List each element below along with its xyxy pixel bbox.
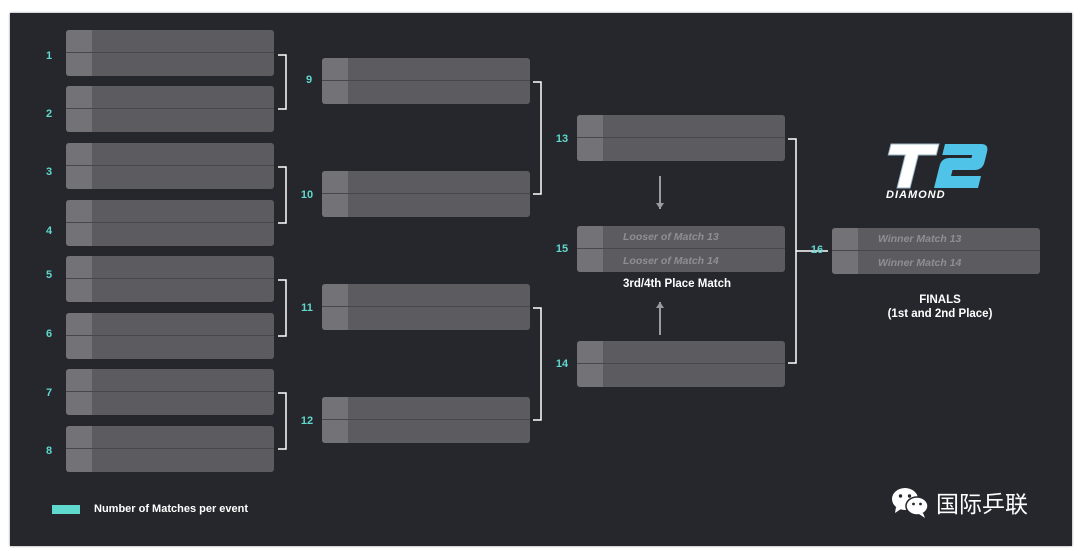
match-number-7: 7 xyxy=(45,387,53,399)
match-slot-10 xyxy=(322,171,530,217)
match-number-11: 11 xyxy=(301,302,313,314)
match-slot-16: Winner Match 13 Winner Match 14 xyxy=(832,228,1040,274)
arrow-down-icon xyxy=(656,176,664,209)
match-slot-8 xyxy=(66,426,274,472)
match-number-6: 6 xyxy=(45,328,53,340)
logo-subtitle: DIAMOND xyxy=(886,189,946,201)
match-number-13: 13 xyxy=(555,133,569,145)
match-slot-1 xyxy=(66,30,274,76)
connector-11 xyxy=(278,279,287,337)
third-place-label: 3rd/4th Place Match xyxy=(622,278,732,290)
match-number-9: 9 xyxy=(305,74,313,86)
match-slot-2 xyxy=(66,86,274,132)
connector-16 xyxy=(788,138,797,364)
match-slot-9 xyxy=(322,58,530,104)
match-number-3: 3 xyxy=(45,166,53,178)
connector-9 xyxy=(278,54,287,110)
connector-14 xyxy=(533,307,542,421)
final-player-1: Winner Match 13 xyxy=(878,233,962,245)
match-number-16: 16 xyxy=(810,244,824,256)
final-player-2: Winner Match 14 xyxy=(878,256,962,269)
third-place-player-2: Looser of Match 14 xyxy=(623,254,719,267)
watermark: 国际乒联 xyxy=(890,485,1028,519)
match-number-5: 5 xyxy=(45,269,53,281)
match-number-4: 4 xyxy=(45,225,53,237)
legend-swatch xyxy=(52,505,80,514)
match-slot-15: Looser of Match 13 Looser of Match 14 xyxy=(577,226,785,272)
legend-text: Number of Matches per event xyxy=(94,503,249,515)
match-slot-7 xyxy=(66,369,274,415)
connector-10 xyxy=(278,166,287,224)
match-slot-12 xyxy=(322,397,530,443)
match-slot-6 xyxy=(66,313,274,359)
third-place-player-1: Looser of Match 13 xyxy=(623,231,719,243)
match-slot-13 xyxy=(577,115,785,161)
match-number-12: 12 xyxy=(300,415,314,427)
bracket-connectors xyxy=(278,54,828,450)
connector-13 xyxy=(533,81,542,195)
match-number-8: 8 xyxy=(45,445,53,457)
bracket-board: 1 2 3 4 5 6 7 8 9 10 11 12 13 14 Looser … xyxy=(10,13,1072,546)
watermark-text: 国际乒联 xyxy=(936,492,1028,518)
match-slot-14 xyxy=(577,341,785,387)
match-number-15: 15 xyxy=(555,243,569,255)
connector-12 xyxy=(278,392,287,450)
match-number-2: 2 xyxy=(45,108,53,120)
match-number-1: 1 xyxy=(45,50,53,62)
wechat-icon xyxy=(892,488,929,518)
match-slot-5 xyxy=(66,256,274,302)
match-slot-4 xyxy=(66,200,274,246)
logo-text: T2 xyxy=(876,140,878,141)
match-slot-11 xyxy=(322,284,530,330)
match-number-10: 10 xyxy=(300,189,314,201)
match-number-14: 14 xyxy=(555,358,569,370)
match-slot-3 xyxy=(66,143,274,189)
t2-diamond-logo: T2 xyxy=(876,140,988,189)
finals-label: FINALS (1st and 2nd Place) xyxy=(888,293,993,321)
finals-subtitle: (1st and 2nd Place) xyxy=(887,308,993,320)
finals-title: FINALS xyxy=(919,294,961,306)
arrow-up-icon xyxy=(656,302,664,335)
